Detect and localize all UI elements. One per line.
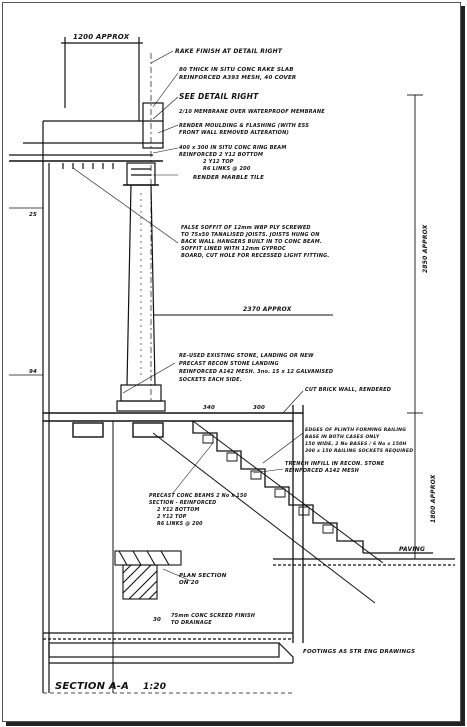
- note-precast-4: 2 Y12 TOP: [157, 514, 187, 520]
- note-treads-2: BASE IN BOTH CASES ONLY: [305, 434, 380, 440]
- note-treads-4: 300 x 150 RAILING SOCKETS REQUIRED: [305, 448, 413, 454]
- leader-lines: [72, 50, 304, 582]
- note-soffit-2: TO 75x50 TANALISED JOISTS. JOISTS HUNG O…: [181, 232, 320, 238]
- label-paving: PAVING: [399, 546, 425, 553]
- stair-flight: [152, 405, 433, 643]
- height-dimension-upper: 2850 APPROX: [422, 224, 429, 273]
- note-precast-2: SECTION - REINFORCED: [149, 500, 216, 506]
- dimension-300: 300: [253, 405, 265, 411]
- column-assembly: [9, 37, 166, 693]
- section-drawing: 1200 APPROX RAKE FINISH AT DETAIL RIGHT …: [9, 33, 455, 694]
- note-footing-1: 75mm CONC SCREED FINISH: [171, 613, 256, 619]
- landing: [43, 412, 303, 693]
- mark-94: 94: [29, 369, 37, 375]
- note-soffit-5: BOARD, CUT HOLE FOR RECESSED LIGHT FITTI…: [181, 253, 330, 259]
- note-trench-2: REINFORCED A142 MESH: [285, 468, 360, 474]
- note-beam-3: 2 Y12 TOP: [203, 159, 234, 165]
- note-precast-1: PRECAST CONC BEAMS 2 No x 150: [149, 493, 247, 499]
- note-stone-1: RE-USED EXISTING STONE, LANDING OR NEW: [179, 353, 314, 359]
- note-footings: FOOTINGS AS STR ENG DRAWINGS: [303, 649, 415, 655]
- note-brick-wall: CUT BRICK WALL, RENDERED: [305, 387, 391, 393]
- drawing-sheet: 1200 APPROX RAKE FINISH AT DETAIL RIGHT …: [2, 2, 461, 722]
- mark-25: 25: [29, 212, 37, 218]
- annotations: 1200 APPROX RAKE FINISH AT DETAIL RIGHT …: [29, 33, 437, 692]
- note-footing-2: TO DRAINAGE: [171, 620, 212, 626]
- height-dimension-lower: 1800 APPROX: [430, 474, 437, 523]
- note-trench-1: TRENCH INFILL IN RECON. STONE: [285, 461, 385, 467]
- note-precast-3: 2 Y12 BOTTOM: [157, 507, 199, 513]
- mid-dimension: 2370 APPROX: [243, 306, 292, 313]
- note-soffit-4: SOFFIT LINED WITH 12mm GYPROC: [181, 246, 286, 252]
- precast-beam: [114, 550, 182, 600]
- note-rake-finish: RAKE FINISH AT DETAIL RIGHT: [175, 48, 283, 55]
- note-soffit-3: BACK WALL HANGERS BUILT IN TO CONC BEAM.: [181, 239, 322, 245]
- note-beam-1: 400 x 300 IN SITU CONC RING BEAM: [179, 145, 287, 151]
- mark-30: 30: [153, 617, 161, 623]
- note-render-moulding-2: FRONT WALL REMOVED ALTERATION): [179, 130, 289, 136]
- note-slab-thick: 80 THICK IN SITU CONC RAKE SLAB: [179, 67, 294, 73]
- ground-line: [43, 558, 455, 640]
- note-soffit-1: FALSE SOFFIT OF 12mm WBP PLY SCREWED: [181, 225, 311, 231]
- footings: [43, 642, 294, 694]
- width-dimension: 1200 APPROX: [73, 33, 130, 41]
- note-stone-3: REINFORCED A142 MESH. 3no. 15 x 12 GALVA…: [179, 369, 333, 375]
- note-stone-4: SOCKETS EACH SIDE.: [179, 377, 242, 383]
- note-treads-3: 150 WIDE, 2 No BASES / 6 No x 150H: [305, 441, 407, 447]
- section-title: SECTION A-A: [55, 681, 129, 692]
- note-render-moulding-1: RENDER MOULDING & FLASHING (WITH ESS: [179, 123, 309, 129]
- note-render-marble: RENDER MARBLE TILE: [193, 175, 264, 181]
- note-treads-1: EDGES OF PLINTH FORMING RAILING: [305, 427, 406, 433]
- label-plan-section-scale: ON 20: [179, 580, 199, 586]
- note-beam-2: REINFORCED 2 Y12 BOTTOM: [179, 152, 263, 158]
- note-beam-4: R6 LINKS @ 200: [203, 166, 251, 172]
- section-scale: 1:20: [143, 682, 166, 692]
- label-plan-section: PLAN SECTION: [179, 573, 227, 579]
- dimension-340: 340: [203, 405, 215, 411]
- dimension-lines: [153, 94, 423, 560]
- note-see-detail: SEE DETAIL RIGHT: [179, 92, 259, 101]
- note-tile-membrane: 2/10 MEMBRANE OVER WATERPROOF MEMBRANE: [179, 109, 325, 115]
- note-slab-reinf: REINFORCED A393 MESH, 40 COVER: [179, 75, 296, 81]
- note-precast-5: R6 LINKS @ 200: [157, 521, 203, 527]
- note-stone-2: PRECAST RECON STONE LANDING: [179, 361, 279, 367]
